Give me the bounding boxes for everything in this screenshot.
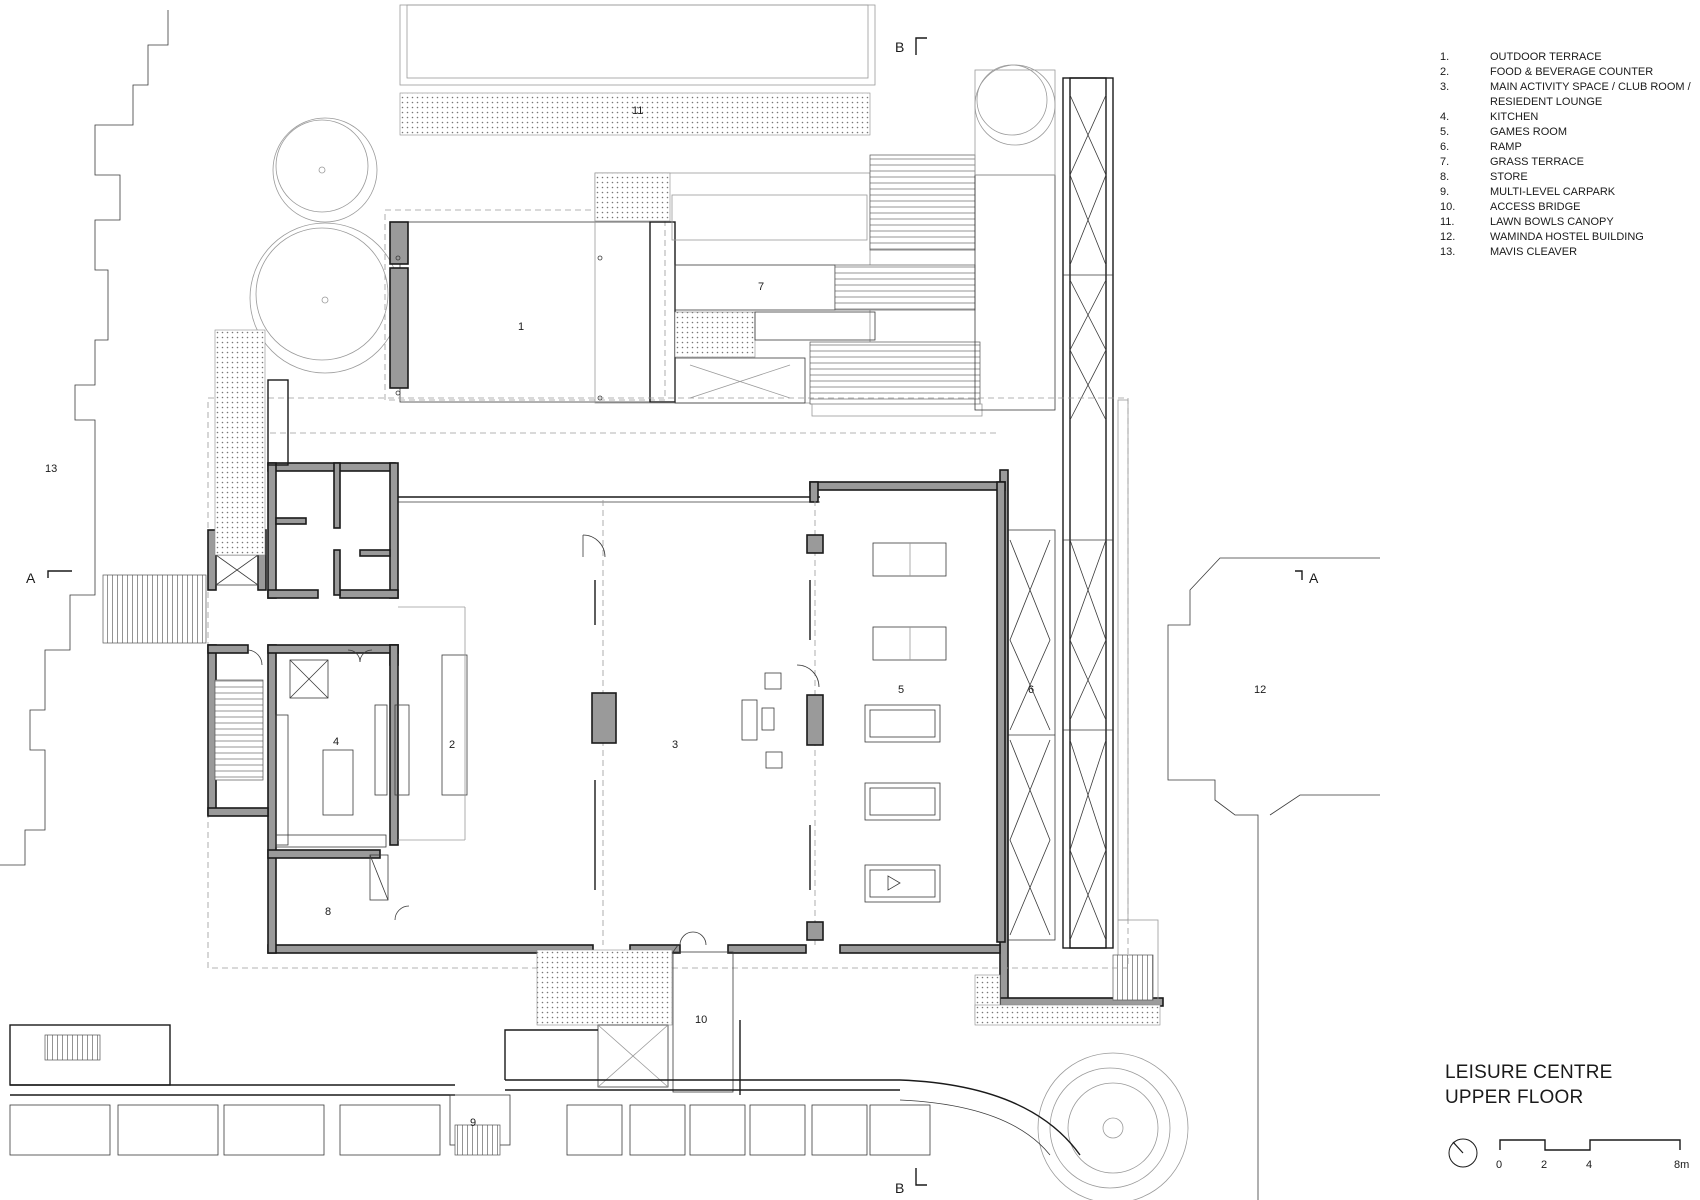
doors [247, 534, 820, 946]
legend-item-number: 12. [1440, 231, 1456, 243]
room-label-11: 11 [632, 105, 643, 117]
legend-item-text: FOOD & BEVERAGE COUNTER [1490, 66, 1654, 78]
drawing-title-line2: UPPER FLOOR [1445, 1087, 1584, 1108]
legend-item: 9. MULTI-LEVEL CARPARK [1440, 185, 1691, 200]
svg-text:0: 0 [1496, 1159, 1502, 1171]
room-label-3: 3 [672, 739, 678, 751]
room-label-9: 9 [470, 1117, 476, 1129]
legend-item-number: 1. [1440, 51, 1450, 63]
legend-item-text: KITCHEN [1490, 111, 1539, 123]
legend-item: 12. WAMINDA HOSTEL BUILDING [1440, 230, 1691, 245]
main-building-walls [102, 329, 1006, 954]
legend-item: 7. GRASS TERRACE [1440, 155, 1691, 170]
legend-item: 1. OUTDOOR TERRACE [1440, 50, 1691, 65]
grass-terrace [594, 172, 876, 404]
legend-item-text: MAVIS CLEAVER [1490, 246, 1578, 258]
legend-item-number: 5. [1440, 126, 1450, 138]
legend-item-text: MAIN ACTIVITY SPACE / CLUB ROOM / [1490, 81, 1691, 93]
legend-item-text: GAMES ROOM [1490, 126, 1568, 138]
room-label-4: 4 [333, 736, 339, 748]
section-marker-b-bottom: B [895, 1168, 927, 1196]
room-label-6: 6 [1028, 684, 1034, 696]
furniture [591, 534, 947, 941]
svg-text:A: A [26, 570, 36, 586]
legend-item-text: STORE [1490, 171, 1528, 183]
legend-item-number: 6. [1440, 141, 1450, 153]
building-13-outline [0, 10, 169, 866]
room-label-1: 1 [518, 321, 524, 333]
building-12-outline [1167, 557, 1380, 1200]
drawing-title: LEISURE CENTRE UPPER FLOOR [1445, 1060, 1613, 1110]
legend-item-number: 3. [1440, 81, 1450, 93]
svg-text:8m: 8m [1674, 1159, 1689, 1171]
legend-item: 6. RAMP [1440, 140, 1691, 155]
outdoor-terrace [384, 209, 676, 403]
room-label-10: 10 [695, 1014, 707, 1026]
room-label-8: 8 [325, 906, 331, 918]
legend-item: 10. ACCESS BRIDGE [1440, 200, 1691, 215]
legend-item: 11. LAWN BOWLS CANOPY [1440, 215, 1691, 230]
legend-item-text: WAMINDA HOSTEL BUILDING [1490, 231, 1644, 243]
legend-item-number: 13. [1440, 246, 1456, 258]
legend-item-text: MULTI-LEVEL CARPARK [1490, 186, 1616, 198]
svg-text:B: B [895, 1180, 904, 1196]
legend-item: 8. STORE [1440, 170, 1691, 185]
room-label-5: 5 [898, 684, 904, 696]
drawing-title-line1: LEISURE CENTRE [1445, 1062, 1613, 1083]
scale-bar: 0 2 4 8m [1496, 1139, 1689, 1171]
legend-item-text: OUTDOOR TERRACE [1490, 51, 1602, 63]
legend: 1. OUTDOOR TERRACE 2. FOOD & BEVERAGE COUNT… [1440, 50, 1691, 260]
section-marker-a-right: A [1295, 570, 1319, 586]
legend-item-number: 9. [1440, 186, 1450, 198]
room-label-12: 12 [1254, 684, 1266, 696]
carpark [9, 1024, 1081, 1156]
legend-item-number: 10. [1440, 201, 1456, 213]
svg-text:B: B [895, 39, 904, 55]
svg-text:2: 2 [1541, 1159, 1547, 1171]
legend-item-number: 4. [1440, 111, 1450, 123]
legend-item: 2. FOOD & BEVERAGE COUNTER [1440, 65, 1691, 80]
room-label-7: 7 [758, 281, 764, 293]
legend-item-number: 2. [1440, 66, 1450, 78]
north-arrow [1448, 1138, 1478, 1168]
svg-text:4: 4 [1586, 1159, 1592, 1171]
legend-item-text: ACCESS BRIDGE [1490, 201, 1581, 213]
terrace-stairs [809, 69, 1056, 417]
legend-item-number: 7. [1440, 156, 1450, 168]
legend-item-text: RAMP [1490, 141, 1522, 153]
access-bridge [504, 944, 741, 1095]
legend-item: 13. MAVIS CLEAVER [1440, 245, 1691, 260]
ramp-structure [1062, 77, 1114, 949]
legend-item-number: 11. [1440, 216, 1455, 228]
legend-item-text: RESIEDENT LOUNGE [1490, 96, 1603, 108]
legend-item-text: GRASS TERRACE [1490, 156, 1584, 168]
room-label-2: 2 [449, 739, 455, 751]
legend-item: 5. GAMES ROOM [1440, 125, 1691, 140]
legend-item: 3. MAIN ACTIVITY SPACE / CLUB ROOM / [1440, 80, 1691, 95]
legend-item-number [1440, 95, 1490, 110]
legend-item-text: LAWN BOWLS CANOPY [1490, 216, 1614, 228]
room-label-13: 13 [45, 463, 57, 475]
legend-item-number: 8. [1440, 171, 1450, 183]
legend-item: RESIEDENT LOUNGE [1440, 95, 1691, 110]
lawn-bowls-canopy [399, 4, 876, 136]
svg-text:A: A [1309, 570, 1319, 586]
section-marker-b-top: B [895, 37, 927, 55]
section-marker-a-left: A [26, 570, 72, 586]
legend-item: 4. KITCHEN [1440, 110, 1691, 125]
